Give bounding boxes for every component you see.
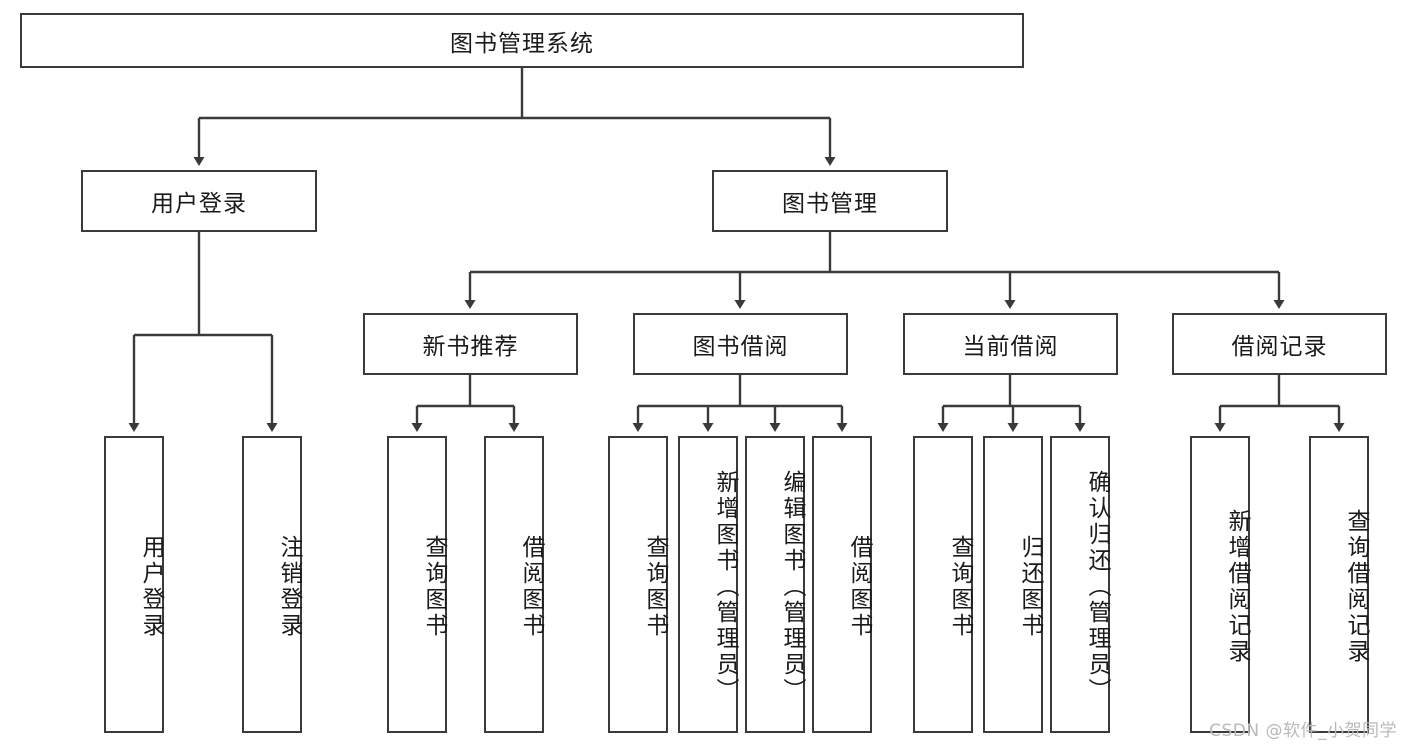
node-borrow-record-label: 借阅记录 [1231,334,1328,360]
node-leaf-borrow-book-2-label: 借阅图书 [846,534,872,639]
node-new-book-recommend[interactable]: 新书推荐 [363,313,578,375]
node-leaf-add-record-label: 新增借阅记录 [1224,508,1250,665]
node-leaf-borrow-book-2[interactable]: 借阅图书 [812,436,872,733]
node-leaf-query-record[interactable]: 查询借阅记录 [1309,436,1369,733]
node-leaf-confirm-return[interactable]: 确认归还（管理员） [1050,436,1110,733]
node-new-book-recommend-label: 新书推荐 [422,334,519,360]
node-current-borrow[interactable]: 当前借阅 [903,313,1118,375]
node-leaf-logout-label: 注销登录 [276,534,302,639]
node-leaf-query-book-3-label: 查询图书 [947,534,973,639]
csdn-watermark: CSDN @软件_小贺同学 [1209,721,1397,741]
node-book-borrow[interactable]: 图书借阅 [633,313,848,375]
node-leaf-query-book-3[interactable]: 查询图书 [913,436,973,733]
node-root-label: 图书管理系统 [450,30,594,57]
node-leaf-borrow-book-1-label: 借阅图书 [518,534,544,639]
node-book-manage[interactable]: 图书管理 [712,170,948,232]
node-leaf-user-login-label: 用户登录 [138,534,164,639]
node-root[interactable]: 图书管理系统 [20,13,1024,68]
node-leaf-query-book-2[interactable]: 查询图书 [608,436,668,733]
node-leaf-edit-book[interactable]: 编辑图书（管理员） [745,436,805,733]
node-leaf-add-record[interactable]: 新增借阅记录 [1190,436,1250,733]
node-leaf-query-book-1-label: 查询图书 [421,534,447,639]
node-leaf-user-login[interactable]: 用户登录 [104,436,164,733]
node-borrow-record[interactable]: 借阅记录 [1172,313,1387,375]
node-leaf-confirm-return-label: 确认归还（管理员） [1084,469,1110,704]
node-leaf-add-book-label: 新增图书（管理员） [712,469,738,704]
node-leaf-edit-book-label: 编辑图书（管理员） [779,469,805,704]
node-leaf-logout[interactable]: 注销登录 [242,436,302,733]
node-leaf-return-book[interactable]: 归还图书 [983,436,1043,733]
node-leaf-borrow-book-1[interactable]: 借阅图书 [484,436,544,733]
node-leaf-query-record-label: 查询借阅记录 [1343,508,1369,665]
node-leaf-query-book-1[interactable]: 查询图书 [387,436,447,733]
node-leaf-query-book-2-label: 查询图书 [642,534,668,639]
node-user-login[interactable]: 用户登录 [81,170,317,232]
node-current-borrow-label: 当前借阅 [962,334,1059,360]
node-book-manage-label: 图书管理 [782,191,878,217]
node-leaf-add-book[interactable]: 新增图书（管理员） [678,436,738,733]
node-leaf-return-book-label: 归还图书 [1017,534,1043,639]
node-book-borrow-label: 图书借阅 [692,334,789,360]
node-user-login-label: 用户登录 [151,191,247,217]
